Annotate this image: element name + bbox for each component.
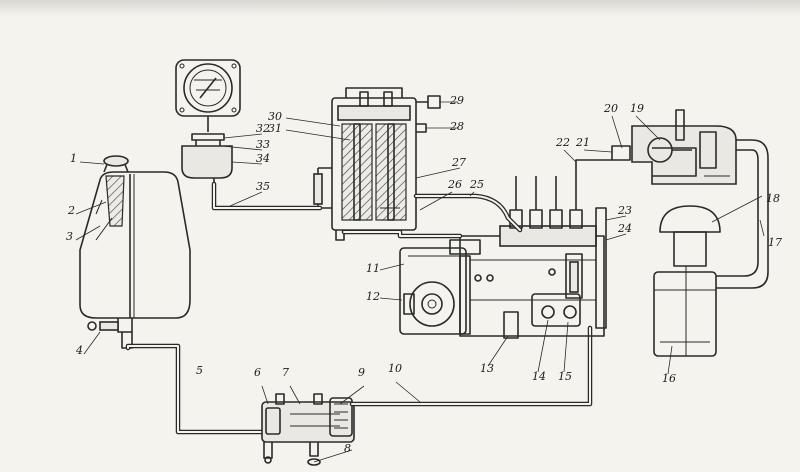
fuel-line-26 (341, 229, 463, 239)
callout-12: 12 (366, 290, 380, 303)
governor (399, 239, 481, 335)
callout-35: 35 (256, 180, 270, 193)
callout-1: 1 (70, 152, 77, 165)
callout-21: 21 (575, 136, 590, 149)
callout-17: 17 (768, 236, 782, 249)
callout-16: 16 (662, 372, 676, 385)
callout-5: 5 (196, 364, 203, 377)
callout-8: 8 (344, 442, 351, 455)
callout-7: 7 (282, 366, 289, 379)
callout-32: 32 (256, 122, 270, 135)
fuel-line-10 (349, 325, 593, 407)
callout-26: 26 (447, 178, 462, 191)
callout-27: 27 (451, 156, 466, 169)
callout-19: 19 (630, 102, 644, 115)
callout-10: 10 (388, 362, 402, 375)
callout-6: 6 (254, 366, 261, 379)
air-cleaner (653, 205, 721, 357)
callout-3: 3 (66, 230, 73, 243)
pressure-gauge (175, 59, 241, 186)
callout-9: 9 (358, 366, 365, 379)
callout-13: 13 (480, 362, 494, 375)
gauge-line-35 (211, 181, 323, 211)
callout-14: 14 (532, 370, 546, 383)
callout-33: 33 (256, 138, 270, 151)
callout-30: 30 (268, 110, 282, 123)
high-pressure-pipes (515, 159, 612, 210)
injection-pump (459, 207, 607, 339)
callout-22: 22 (555, 136, 570, 149)
callout-25: 25 (469, 178, 484, 191)
callout-23: 23 (617, 204, 632, 217)
callout-4: 4 (75, 344, 83, 357)
coarse-filter (261, 393, 355, 466)
callout-11: 11 (366, 262, 380, 275)
callout-29: 29 (449, 94, 464, 107)
callout-34: 34 (256, 152, 270, 165)
callout-24: 24 (617, 222, 632, 235)
scan-edge-shading (0, 0, 800, 16)
leader-lines (75, 101, 765, 463)
callout-2: 2 (67, 204, 75, 217)
callout-18: 18 (766, 192, 780, 205)
air-duct-17 (716, 139, 769, 289)
callout-15: 15 (558, 370, 572, 383)
callout-28: 28 (449, 120, 464, 133)
fuel-line-25 (413, 193, 523, 233)
fuel-line-5 (125, 343, 267, 435)
callout-31: 31 (268, 122, 282, 135)
callout-20: 20 (603, 102, 618, 115)
fuel-tap (87, 318, 133, 349)
fuel-tank (79, 155, 191, 319)
cylinder-head (611, 109, 737, 185)
fine-filter (313, 87, 441, 241)
